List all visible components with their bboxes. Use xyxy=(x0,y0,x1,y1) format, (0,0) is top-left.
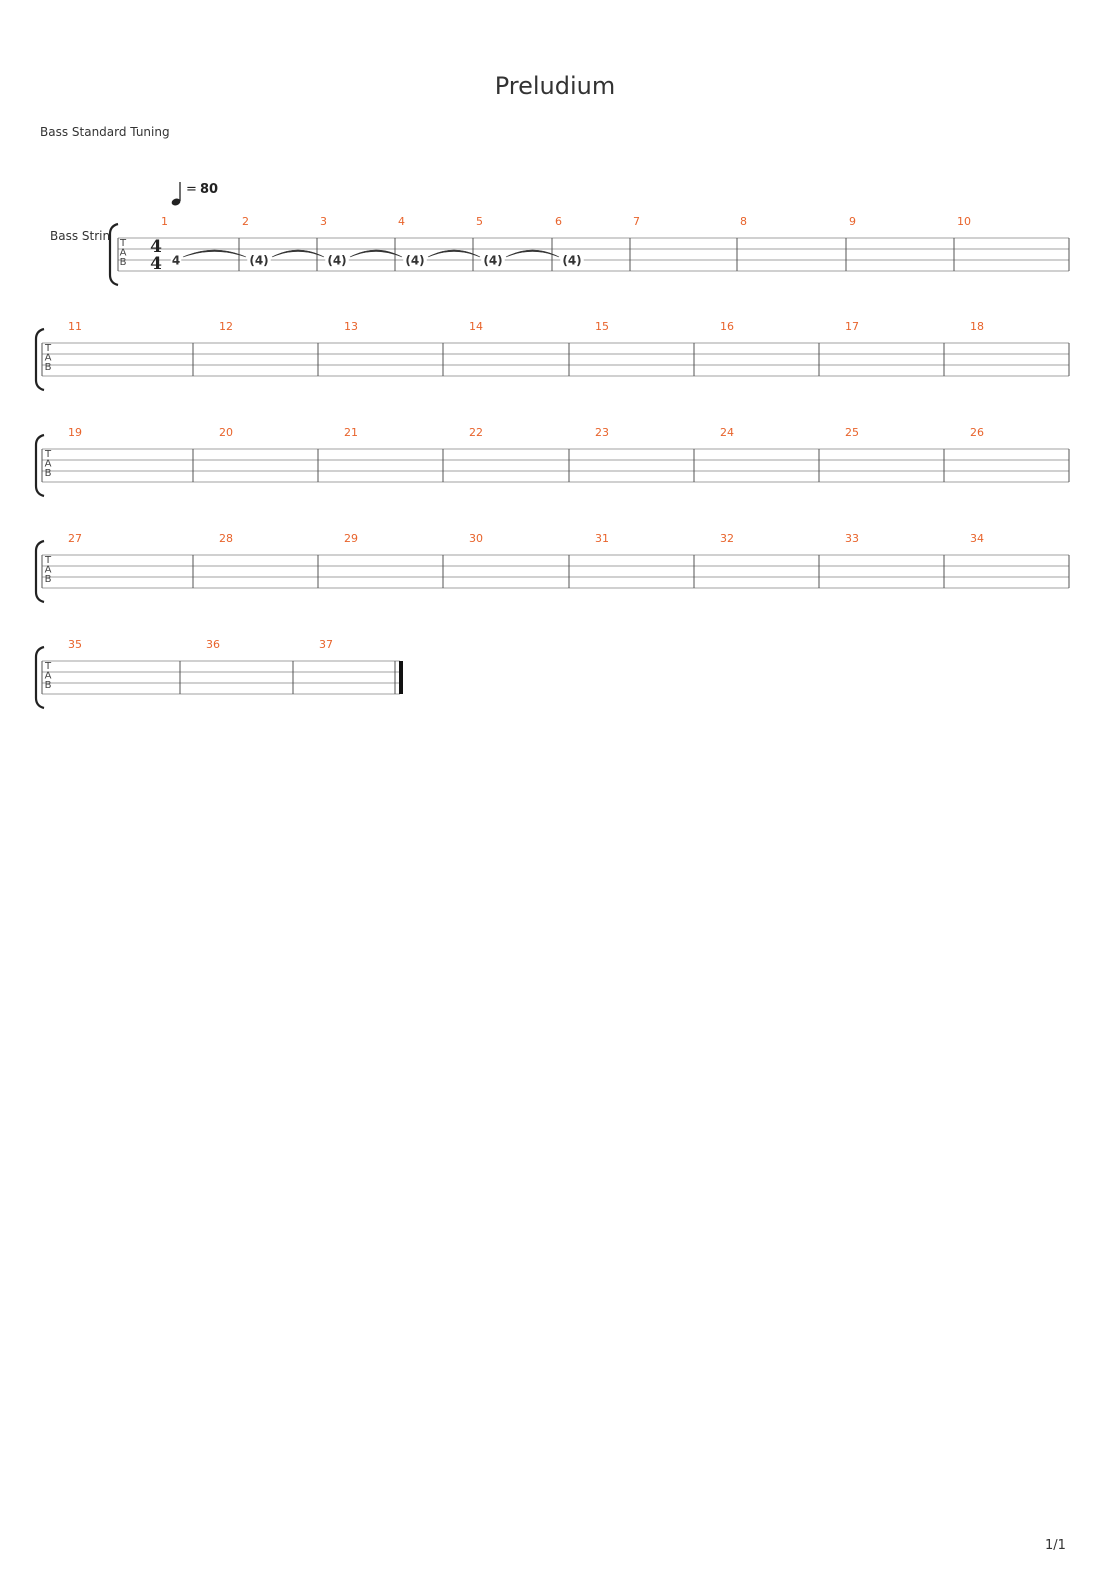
tab-clef-letter: A xyxy=(45,565,52,576)
measure-number: 6 xyxy=(555,215,562,228)
measure-number: 25 xyxy=(845,426,859,439)
fret-number-bg xyxy=(403,253,427,266)
measure-number: 23 xyxy=(595,426,609,439)
tab-clef-letter: T xyxy=(119,238,127,249)
system-bracket xyxy=(34,539,45,604)
measure-number: 12 xyxy=(219,320,233,333)
measure-number: 21 xyxy=(344,426,358,439)
measure-number: 16 xyxy=(720,320,734,333)
tempo-bpm: 80 xyxy=(200,182,218,197)
measure-number: 1 xyxy=(161,215,168,228)
measure-number: 20 xyxy=(219,426,233,439)
tab-clef-letter: B xyxy=(45,574,52,585)
measure-number: 26 xyxy=(970,426,984,439)
fret-number-bg xyxy=(325,253,349,266)
page-number: 1/1 xyxy=(1045,1538,1066,1553)
measure-number: 28 xyxy=(219,532,233,545)
tab-clef-letter: B xyxy=(45,362,52,373)
track-label: Bass Strin xyxy=(50,229,110,243)
fret-number-bg xyxy=(247,253,271,266)
measure-number: 15 xyxy=(595,320,609,333)
time-signature-denominator: 4 xyxy=(150,254,162,274)
tab-clef-letter: A xyxy=(45,459,52,470)
tab-clef-letter: B xyxy=(45,680,52,691)
measure-number: 11 xyxy=(68,320,82,333)
measure-number: 35 xyxy=(68,638,82,651)
measure-number: 19 xyxy=(68,426,82,439)
measure-number: 22 xyxy=(469,426,483,439)
fret-number: (4) xyxy=(249,254,268,268)
tab-clef-letter: T xyxy=(44,449,52,460)
measure-number: 34 xyxy=(970,532,984,545)
tab-clef-letter: A xyxy=(45,353,52,364)
measure-number: 31 xyxy=(595,532,609,545)
tab-clef-letter: B xyxy=(120,257,127,268)
system-bracket xyxy=(34,433,45,498)
measure-number: 36 xyxy=(206,638,220,651)
tie-arc xyxy=(182,249,247,258)
system-bracket xyxy=(34,327,45,392)
song-title: Preludium xyxy=(494,72,616,100)
tuning-label: Bass Standard Tuning xyxy=(40,125,170,139)
tie-arc xyxy=(271,249,325,258)
fret-number: (4) xyxy=(483,254,502,268)
measure-number: 14 xyxy=(469,320,483,333)
measure-number: 9 xyxy=(849,215,856,228)
measure-number: 18 xyxy=(970,320,984,333)
measure-number: 17 xyxy=(845,320,859,333)
measure-number: 10 xyxy=(957,215,971,228)
system-bracket xyxy=(34,645,45,710)
measure-number: 5 xyxy=(476,215,483,228)
measure-number: 32 xyxy=(720,532,734,545)
quarter-note-head-icon xyxy=(171,198,181,206)
fret-number-bg xyxy=(560,253,584,266)
fret-number: (4) xyxy=(562,254,581,268)
tie-arc xyxy=(349,249,403,258)
tab-clef-letter: A xyxy=(120,248,127,259)
tie-arc xyxy=(427,249,481,258)
tab-clef-letter: T xyxy=(44,661,52,672)
fret-number: 4 xyxy=(172,254,180,268)
tempo-equals: = xyxy=(186,182,197,197)
fret-number: (4) xyxy=(405,254,424,268)
fret-number: (4) xyxy=(327,254,346,268)
measure-number: 37 xyxy=(319,638,333,651)
measure-number: 24 xyxy=(720,426,734,439)
measure-number: 30 xyxy=(469,532,483,545)
measure-number: 2 xyxy=(242,215,249,228)
tab-clef-letter: T xyxy=(44,343,52,354)
tab-clef-letter: B xyxy=(45,468,52,479)
measure-number: 27 xyxy=(68,532,82,545)
measure-number: 13 xyxy=(344,320,358,333)
measure-number: 7 xyxy=(633,215,640,228)
measure-number: 33 xyxy=(845,532,859,545)
system-bracket xyxy=(108,222,119,287)
measure-number: 3 xyxy=(320,215,327,228)
tab-clef-letter: A xyxy=(45,671,52,682)
time-signature-numerator: 4 xyxy=(150,237,162,257)
tie-arc xyxy=(505,249,560,258)
measure-number: 4 xyxy=(398,215,405,228)
measure-number: 29 xyxy=(344,532,358,545)
fret-number-bg xyxy=(481,253,505,266)
tab-clef-letter: T xyxy=(44,555,52,566)
fret-number-bg xyxy=(170,253,182,266)
measure-number: 8 xyxy=(740,215,747,228)
